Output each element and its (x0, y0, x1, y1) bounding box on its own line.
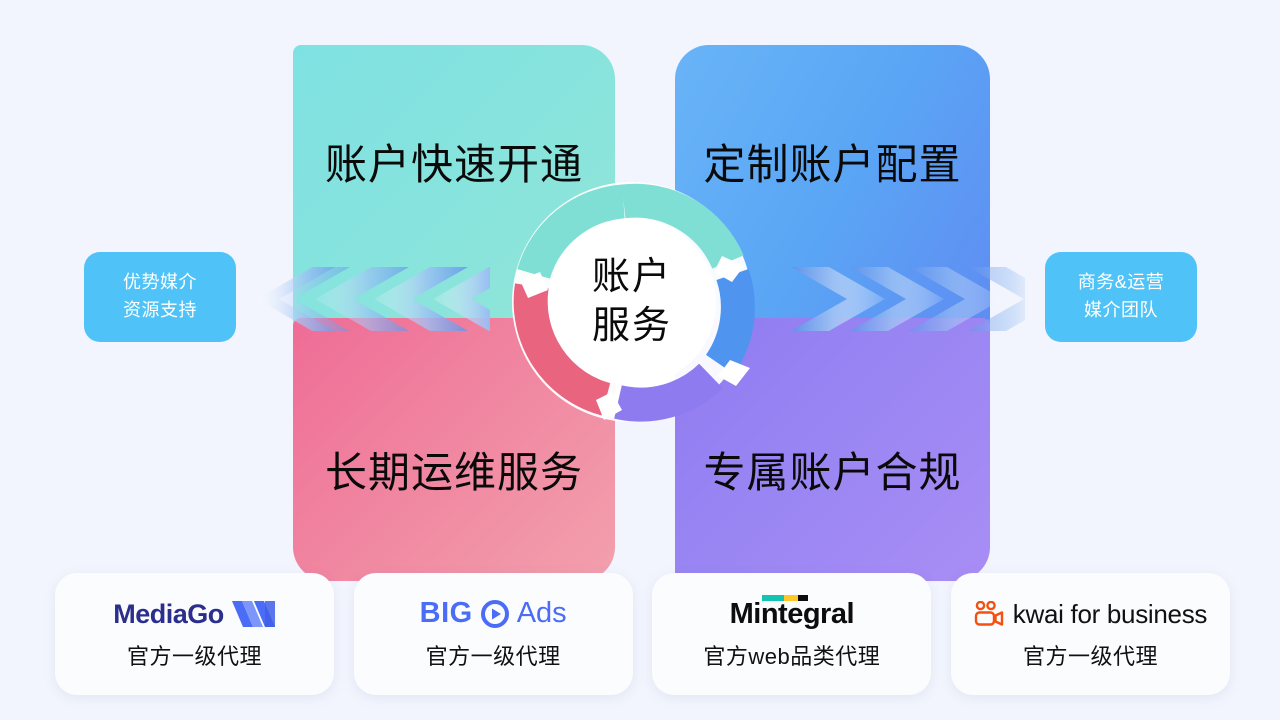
kwai-camera-icon (974, 601, 1003, 626)
mintegral-logo: Mintegral (729, 594, 855, 631)
bigo-wordmark: BIG (419, 597, 473, 629)
mediago-wordmark: MediaGo (113, 598, 224, 629)
bigo-ads-logo: BIG Ads (420, 597, 567, 631)
partner-caption: 官方一级代理 (425, 644, 561, 669)
badge-right-line2: 媒介团队 (1084, 300, 1158, 320)
mediago-logo: MediaGo (113, 597, 276, 631)
badge-business-ops-team[interactable]: 商务&运营 媒介团队 (1045, 252, 1197, 342)
partner-caption: 官方一级代理 (1022, 644, 1158, 669)
quadrant-label: 定制账户配置 (703, 140, 962, 188)
quadrant-label: 账户快速开通 (324, 140, 583, 188)
mintegral-wordmark: Mintegral (729, 597, 855, 630)
badge-right-line1: 商务&运营 (1077, 272, 1165, 293)
badge-left-line1: 优势媒介 (123, 272, 197, 293)
partner-card-kwai-for-business[interactable]: kwai for business 官方一级代理 (950, 573, 1230, 695)
partner-card-mintegral[interactable]: Mintegral 官方web品类代理 (652, 573, 932, 695)
quadrant-label: 长期运维服务 (324, 449, 583, 497)
center-label-line1: 账户 (591, 256, 672, 299)
partner-caption: 官方一级代理 (126, 644, 262, 669)
partner-card-bigo-ads[interactable]: BIG Ads 官方一级代理 (353, 573, 633, 695)
kwai-logo: kwai for business (974, 597, 1207, 631)
partner-caption: 官方web品类代理 (703, 644, 881, 669)
center-label: 账户 服务 (508, 178, 756, 426)
play-circle-icon (480, 600, 509, 628)
center-label-line2: 服务 (591, 305, 672, 347)
left-arrow-group (255, 265, 490, 333)
mediago-chevron-mark-icon (231, 601, 275, 627)
partner-card-mediago[interactable]: MediaGo 官方一级代理 (55, 573, 334, 695)
quadrant-label: 专属账户合规 (703, 449, 962, 497)
badge-media-resources[interactable]: 优势媒介 资源支持 (84, 252, 236, 342)
bigo-ads-suffix: Ads (516, 597, 567, 629)
right-arrow-group (790, 265, 1025, 333)
center-donut: 账户 服务 (508, 178, 756, 426)
kwai-wordmark: kwai for business (1012, 598, 1208, 629)
partner-card-list: MediaGo 官方一级代理 BIG Ads 官方一级代理 (55, 573, 1230, 695)
mintegral-bars-icon (761, 594, 808, 601)
badge-left-line2: 资源支持 (123, 300, 197, 320)
quadrant-card-long-term-ops[interactable]: 长期运维服务 (293, 318, 615, 581)
